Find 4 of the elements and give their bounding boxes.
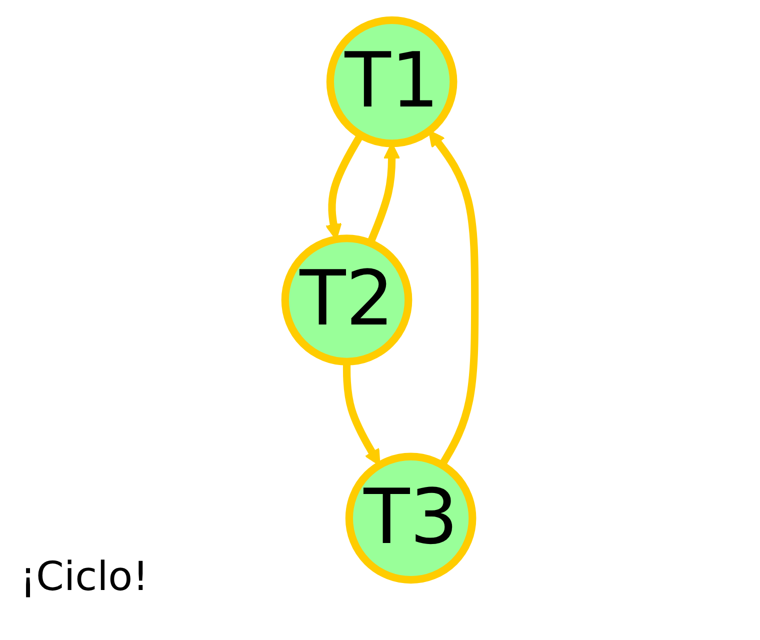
node-circle: T3 [345, 452, 476, 584]
node-circle: T1 [326, 16, 458, 148]
note-text: ¡Ciclo! [20, 554, 149, 600]
node-circle: T2 [281, 234, 412, 366]
